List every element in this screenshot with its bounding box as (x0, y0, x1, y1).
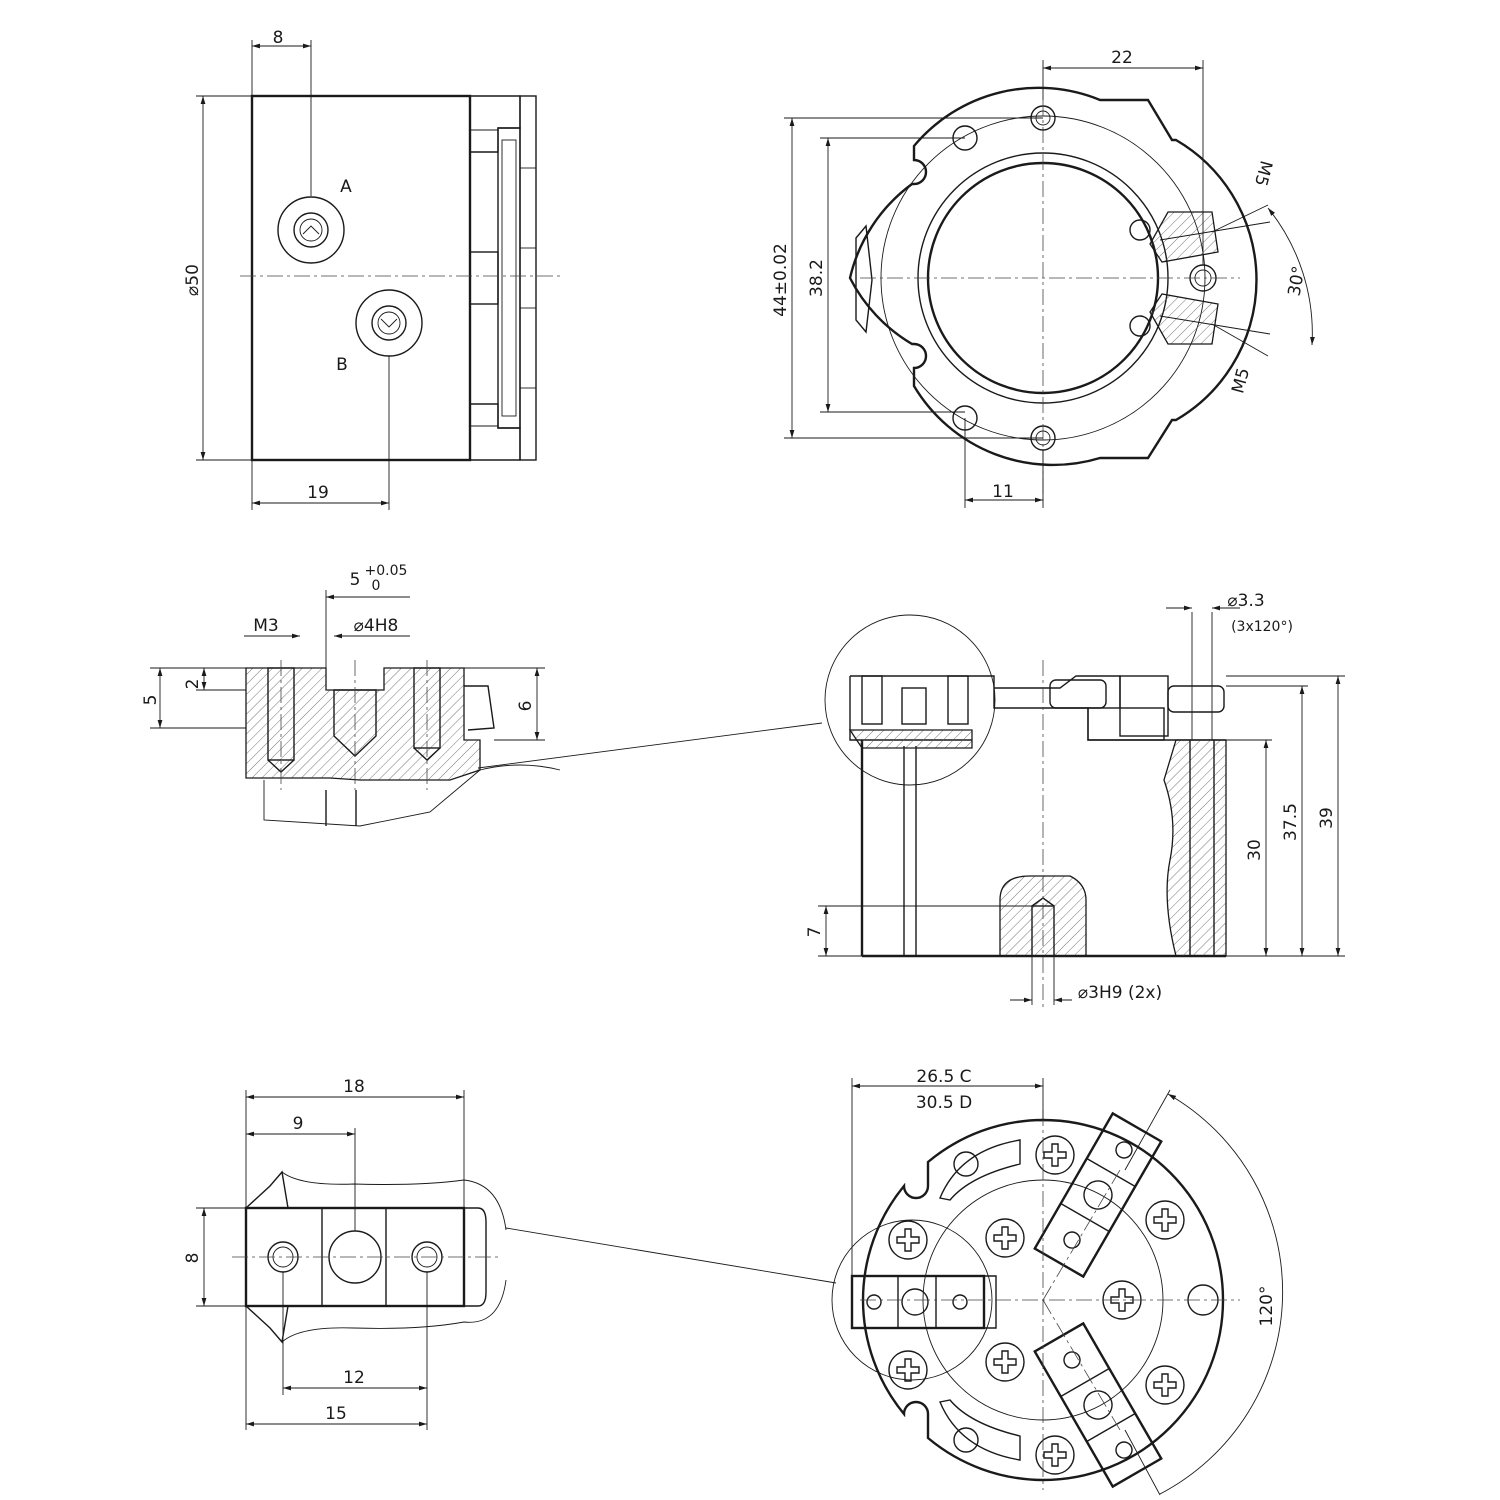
dim-2: 2 (183, 679, 203, 690)
dim-37-5: 37.5 (1281, 803, 1301, 841)
tol-lower: 0 (372, 578, 381, 594)
dim-9: 9 (293, 1114, 304, 1134)
screw-icon (888, 1220, 928, 1260)
dim-19: 19 (307, 483, 329, 503)
port-b-label: B (336, 355, 348, 375)
angle-30: 30° (1285, 265, 1310, 298)
thread-m5-lower: M5 (1228, 366, 1254, 396)
dim-15: 15 (325, 1404, 347, 1424)
dim-44-tol: 44±0.02 (771, 243, 791, 317)
dim-11: 11 (992, 482, 1014, 502)
side-view: 8 ⌀50 19 A B (183, 28, 560, 510)
top-body-outline (848, 86, 1258, 467)
tol-upper: +0.05 (365, 563, 408, 579)
thread-m3: M3 (253, 616, 278, 636)
dim-30-5-d: 30.5 D (916, 1093, 972, 1113)
screw-icon (1145, 1200, 1185, 1240)
screw-icon (888, 1350, 928, 1390)
dim-30: 30 (1245, 839, 1265, 861)
screw-icon (1145, 1365, 1185, 1405)
detail-section-view: 5 +0.05 0 M3 ⌀4H8 5 2 6 (141, 563, 823, 827)
dim-diameter-50: ⌀50 (183, 264, 203, 296)
face-view: 26.5 C 30.5 D 120° (831, 1067, 1284, 1496)
dim-22: 22 (1111, 48, 1133, 68)
angle-120: 120° (1257, 1286, 1277, 1327)
elevation-view: ⌀3.3 (3x120°) 39 37.5 30 7 ⌀3H9 (2x) (805, 591, 1345, 1010)
port-b-counterbore (355, 289, 423, 357)
thread-m5-upper: M5 (1250, 158, 1276, 188)
dim-18: 18 (343, 1077, 365, 1097)
dim-39: 39 (1317, 807, 1337, 829)
screw-icon (1035, 1435, 1075, 1475)
jaw-detail-view: 18 9 8 12 15 (183, 1077, 837, 1430)
dim-8: 8 (273, 28, 284, 48)
dim-8-height: 8 (183, 1253, 203, 1264)
dim-3x120: (3x120°) (1231, 619, 1293, 635)
dim-diameter-3-3: ⌀3.3 (1227, 591, 1264, 611)
port-a-counterbore (277, 196, 345, 264)
dim-7: 7 (805, 927, 825, 938)
dim-6: 6 (516, 701, 536, 712)
screw-icon (985, 1218, 1025, 1258)
dim-5-height: 5 (141, 695, 161, 706)
dim-diameter-4h8: ⌀4H8 (354, 616, 399, 636)
dim-12: 12 (343, 1368, 365, 1388)
port-a-label: A (340, 177, 352, 197)
dim-diameter-3h9: ⌀3H9 (2x) (1078, 983, 1162, 1003)
screw-icon (1035, 1135, 1075, 1175)
screw-icon (985, 1342, 1025, 1382)
dim-5-width: 5 (350, 570, 361, 590)
top-view: 22 44±0.02 38.2 11 M5 M5 30° (771, 48, 1315, 508)
detail-circle (824, 614, 996, 786)
dim-26-5-c: 26.5 C (916, 1067, 971, 1087)
gripper-body-outline (250, 94, 472, 462)
dim-38-2: 38.2 (807, 259, 827, 297)
face-outline (861, 1118, 1225, 1482)
